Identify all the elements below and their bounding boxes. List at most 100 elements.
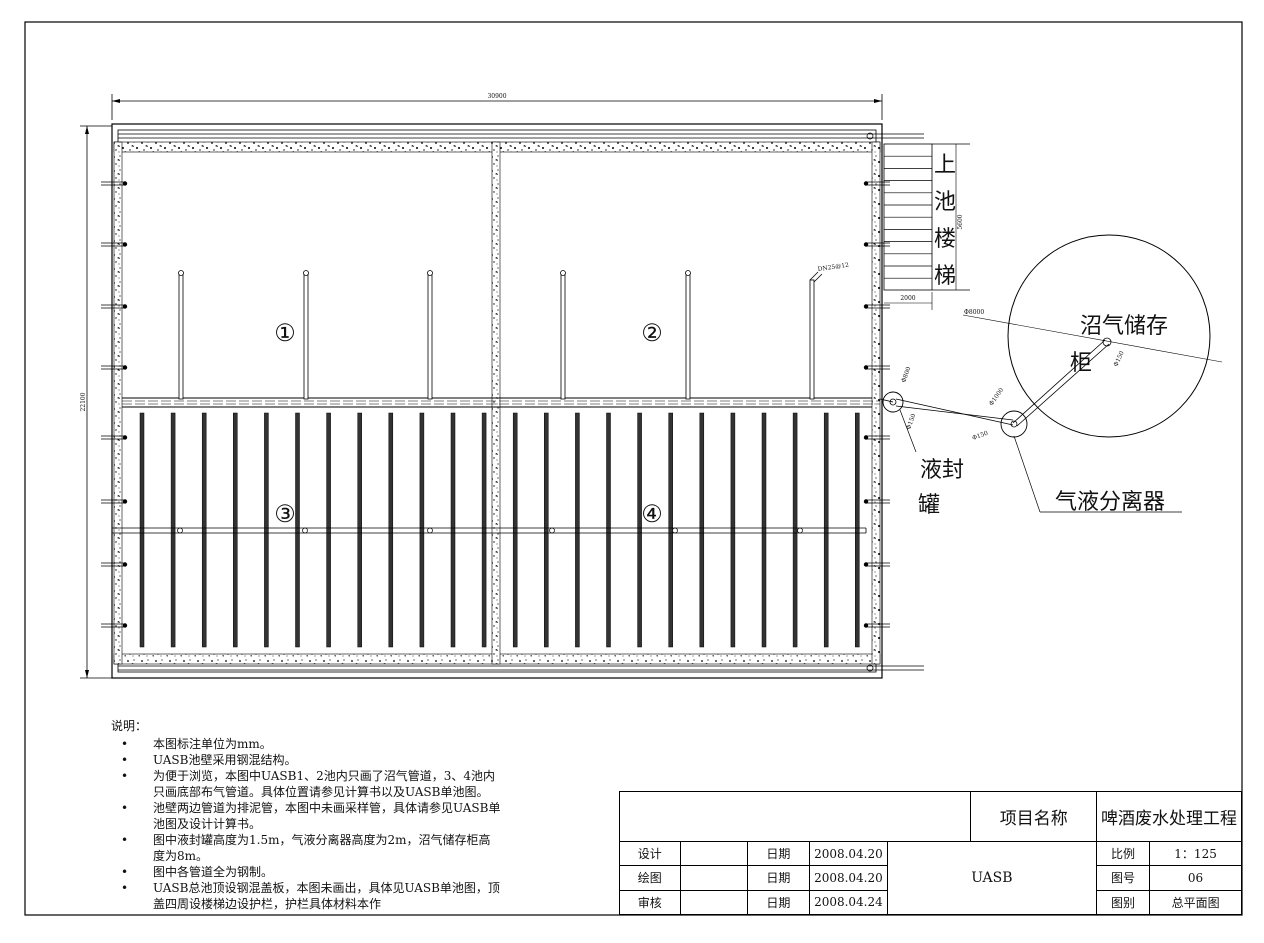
separator-pipe-label: Φ150 — [971, 430, 989, 442]
seal-tank-label-2: 罐 — [918, 493, 940, 518]
seal-tank-d-label: Φ800 — [900, 366, 912, 384]
key-cell: 图别 — [1095, 889, 1151, 916]
lateral-pipe — [264, 412, 269, 648]
lateral-pipe — [606, 412, 611, 648]
date-cell: 2008.04.24 — [809, 889, 888, 916]
lateral-pipe — [388, 412, 394, 648]
seal-tank-label-1: 液封 — [920, 458, 964, 483]
gas-riser-pipe — [560, 270, 566, 400]
header-pipes — [118, 132, 924, 672]
gas-liquid-separator: Φ1000 Φ150 气液分离器 — [971, 386, 1182, 515]
stair-height-label: 5600 — [957, 214, 964, 229]
lateral-pipe — [357, 412, 362, 648]
lateral-pipe — [823, 412, 829, 648]
drain-stub-left — [101, 623, 128, 628]
drain-stub-right — [863, 365, 890, 370]
pool-1-label: ① — [274, 319, 296, 347]
name-cell — [679, 865, 748, 891]
gas-holder: Φ8000 沼气储存 柜 Φ150 — [962, 234, 1223, 438]
stair-width-label: 2000 — [900, 295, 915, 302]
lateral-pipe — [699, 412, 705, 648]
drain-stub-left — [101, 181, 128, 186]
overall-height-dimension: 22100 — [80, 125, 112, 679]
tank-walls — [111, 123, 883, 679]
sludge-drain-stubs — [101, 181, 890, 628]
stair-label-3: 楼 — [934, 227, 956, 252]
title-block-blank — [618, 791, 972, 842]
gas-risers — [178, 270, 823, 400]
role-cell: 设计 — [619, 840, 681, 867]
date-label-cell: 日期 — [746, 889, 811, 916]
date-label-cell: 日期 — [746, 865, 811, 891]
role-cell: 绘图 — [619, 865, 681, 891]
lateral-pipe — [419, 412, 425, 648]
pool-2-label: ② — [641, 319, 663, 347]
main-junction — [797, 527, 803, 534]
stairs: 5600 2000 上 池 楼 梯 — [883, 143, 970, 310]
stair-label-1: 上 — [934, 153, 956, 178]
lateral-pipe — [668, 412, 673, 648]
separator-d-label: Φ1000 — [988, 386, 1005, 407]
note-item: 本图标注单位为mm。 — [121, 736, 501, 752]
lateral-pipe — [450, 412, 456, 648]
sheet-frame — [24, 21, 1243, 916]
gas-riser-pipe — [809, 271, 823, 400]
value-cell: 总平面图 — [1149, 889, 1242, 916]
gas-riser-pipe — [178, 270, 184, 400]
drain-stub-right — [863, 181, 890, 186]
overall-width-label: 30900 — [487, 93, 506, 100]
lateral-pipe — [233, 412, 238, 648]
design-notes: 说明： 本图标注单位为mm。 UASB池壁采用钢混结构。 为便于浏览，本图中UA… — [111, 718, 501, 912]
lateral-pipe — [139, 412, 145, 648]
drain-stub-right — [863, 623, 890, 628]
main-junction — [427, 527, 433, 534]
lateral-pipe — [295, 412, 300, 648]
drain-stub-right — [863, 435, 890, 440]
notes-list: 本图标注单位为mm。 UASB池壁采用钢混结构。 为便于浏览，本图中UASB1、… — [111, 736, 501, 912]
drain-stub-right — [863, 562, 890, 567]
main-junction — [302, 527, 308, 534]
gas-holder-label-1: 沼气储存 — [1080, 314, 1168, 339]
holder-pipe-label: Φ150 — [1112, 350, 1125, 368]
role-cell: 审核 — [619, 889, 681, 916]
lateral-pipe — [201, 412, 207, 648]
distribution-laterals — [139, 412, 860, 648]
value-cell: 06 — [1149, 865, 1242, 891]
drawing-name: UASB — [886, 841, 1097, 915]
drain-stub-right — [863, 499, 890, 504]
gas-holder-label-2: 柜 — [1070, 351, 1092, 376]
notes-heading: 说明： — [111, 719, 148, 733]
drain-stub-left — [101, 499, 128, 504]
note-item: 为便于浏览，本图中UASB1、2池内只画了沼气管道，3、4池内只画底部布气管道。… — [121, 768, 501, 800]
date-label-cell: 日期 — [746, 840, 811, 867]
overall-height-label: 22100 — [80, 392, 87, 411]
note-item: 图中液封罐高度为1.5m，气液分离器高度为2m，沼气储存柜高度为8m。 — [121, 832, 501, 864]
title-block: 项目名称 啤酒废水处理工程 设计 日期 2008.04.20 UASB 比例 1… — [618, 791, 1243, 916]
drain-stub-left — [101, 304, 128, 309]
date-cell: 2008.04.20 — [809, 865, 888, 891]
lateral-pipe — [637, 412, 642, 648]
seal-tank-pipe-label: Φ150 — [905, 413, 917, 431]
lateral-pipe — [855, 412, 860, 648]
lateral-pipe — [761, 412, 767, 648]
key-cell: 比例 — [1095, 840, 1151, 867]
project-label: 项目名称 — [970, 791, 1097, 842]
note-item: UASB总池顶设钢混盖板，本图未画出，具体见UASB单池图，顶盖四周设楼梯边设护… — [121, 880, 501, 912]
value-cell: 1：125 — [1149, 840, 1242, 867]
date-cell: 2008.04.20 — [809, 840, 888, 867]
pool-4-label: ④ — [641, 500, 663, 528]
name-cell — [679, 840, 748, 867]
gas-riser-pipe — [427, 270, 433, 400]
riser-spec-label: DN25@12 — [817, 262, 849, 273]
lateral-pipe — [512, 412, 518, 648]
lateral-pipe — [792, 412, 798, 648]
main-junction — [177, 527, 183, 534]
lateral-pipe — [575, 412, 580, 648]
lateral-pipe — [326, 412, 331, 648]
gas-transfer-pipes — [879, 339, 1110, 427]
drain-stub-left — [101, 562, 128, 567]
gas-riser-pipe — [685, 270, 691, 400]
overall-width-dimension: 30900 — [111, 93, 883, 120]
drain-stub-left — [101, 242, 128, 247]
